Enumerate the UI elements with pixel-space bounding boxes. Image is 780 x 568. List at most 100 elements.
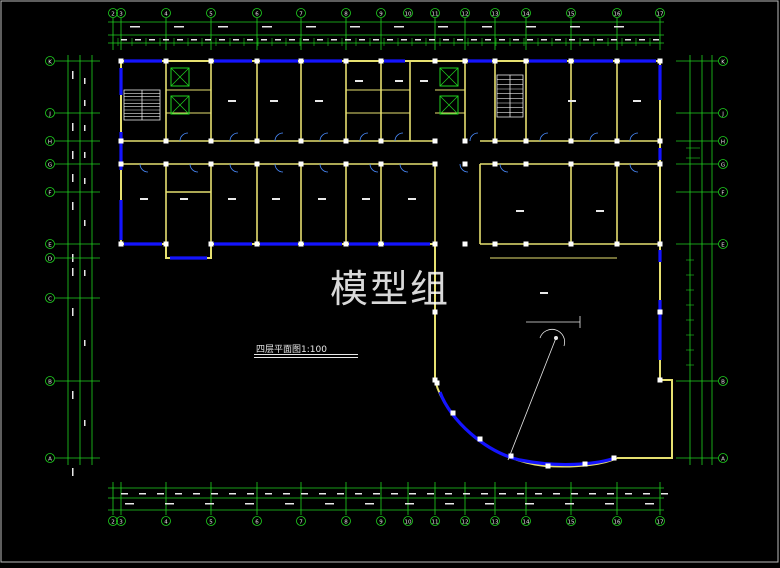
left-axis-label: E xyxy=(48,243,52,249)
bottom-dim-value xyxy=(485,503,494,505)
bottom-axis-circle xyxy=(376,516,386,526)
top-dim-value xyxy=(513,39,519,41)
bottom-axis-label: 14 xyxy=(523,520,530,526)
left-dim-value xyxy=(84,178,86,184)
bottom-dim-value xyxy=(607,493,614,495)
left-axis-circle xyxy=(45,108,55,118)
bottom-dim-value xyxy=(193,493,200,495)
bottom-dim-value xyxy=(643,493,650,495)
bottom-dim-value xyxy=(565,503,574,505)
top-dim-value xyxy=(350,26,360,28)
left-axis-circle xyxy=(45,56,55,66)
bottom-dim-value xyxy=(605,503,614,505)
top-dim-value xyxy=(149,39,155,41)
left-axis-bubble: A xyxy=(45,453,55,463)
top-axis-bubble: 7 xyxy=(296,8,306,18)
plan-title-underline-2 xyxy=(254,357,358,358)
bottom-dim-value xyxy=(553,493,560,495)
bottom-axis-bubble: 15 xyxy=(566,516,576,526)
bottom-axis-bubble: 10 xyxy=(403,516,413,526)
bottom-axis-circle xyxy=(655,516,665,526)
bottom-dim-value xyxy=(325,503,334,505)
bottom-dim-value xyxy=(355,493,362,495)
door-swing-icon xyxy=(399,163,409,173)
radius-center xyxy=(554,336,558,340)
bottom-axis-circle xyxy=(161,516,171,526)
top-axis-bubble: 2 xyxy=(108,8,118,18)
column xyxy=(254,138,260,144)
bottom-dim-value xyxy=(645,503,654,505)
top-axis-circle xyxy=(341,8,351,18)
left-axis-bubble: B xyxy=(45,376,55,386)
radius-line xyxy=(507,337,557,461)
column xyxy=(343,58,349,64)
door-swing-icon xyxy=(319,163,329,173)
elevator-box xyxy=(439,67,459,87)
right-axis-bubble: F xyxy=(718,187,728,197)
top-axis-label: 2 xyxy=(111,12,115,18)
top-dim-value xyxy=(306,26,316,28)
bottom-dim-value xyxy=(365,503,374,505)
elevator-box xyxy=(439,95,459,115)
top-dim-value xyxy=(482,26,492,28)
right-axis-circle xyxy=(718,453,728,463)
column xyxy=(298,241,304,247)
left-dim-value xyxy=(72,174,74,182)
top-axis-circle xyxy=(252,8,262,18)
column xyxy=(118,241,124,247)
column xyxy=(343,241,349,247)
bottom-axis-bubble: 2 xyxy=(108,516,118,526)
top-dim-value xyxy=(614,26,624,28)
left-axis-label: K xyxy=(48,60,52,66)
bottom-dim-value xyxy=(165,503,174,505)
top-axis-bubble: 13 xyxy=(490,8,500,18)
room-label xyxy=(140,198,148,200)
room-label xyxy=(516,210,524,212)
top-dim-value xyxy=(331,39,337,41)
left-dim-value xyxy=(84,100,86,106)
left-axis-label: A xyxy=(48,457,52,463)
left-dim-value xyxy=(72,308,74,316)
column xyxy=(378,58,384,64)
top-axis-bubble: 10 xyxy=(403,8,413,18)
bottom-dim-value xyxy=(525,503,534,505)
top-axis-circle xyxy=(376,8,386,18)
column xyxy=(118,138,124,144)
right-axis-label: H xyxy=(721,140,725,146)
bottom-axis-circle xyxy=(612,516,622,526)
bottom-axis-bubble: 13 xyxy=(490,516,500,526)
right-axis-circle xyxy=(718,56,728,66)
room-label xyxy=(272,198,280,200)
top-axis-label: 15 xyxy=(568,12,575,18)
column xyxy=(118,58,124,64)
column xyxy=(657,161,663,167)
left-axis-circle xyxy=(45,293,55,303)
bottom-dim-value xyxy=(285,503,294,505)
top-axis-circle xyxy=(521,8,531,18)
door-swing-icon xyxy=(629,132,639,142)
right-axis-bubble: A xyxy=(718,453,728,463)
door-swing-icon xyxy=(394,132,404,142)
room-label xyxy=(318,198,326,200)
top-axis-circle xyxy=(430,8,440,18)
door-swing-icon xyxy=(139,163,149,173)
top-axis-label: 8 xyxy=(344,12,348,18)
column xyxy=(378,138,384,144)
bottom-axis-label: 15 xyxy=(568,520,575,526)
column xyxy=(614,161,620,167)
top-dim-value xyxy=(262,26,272,28)
bottom-axis-bubble: 14 xyxy=(521,516,531,526)
bottom-axis-circle xyxy=(521,516,531,526)
windows xyxy=(119,59,662,469)
top-axis-circle xyxy=(403,8,413,18)
room-label xyxy=(408,198,416,200)
top-dim-value xyxy=(163,39,169,41)
left-axis-label: G xyxy=(48,163,52,169)
top-axis-bubble: 4 xyxy=(161,8,171,18)
left-dim-value xyxy=(84,340,86,346)
bottom-axis-circle xyxy=(116,516,126,526)
bottom-dim-value xyxy=(661,493,668,495)
column xyxy=(657,138,663,144)
right-axis-bubble: H xyxy=(718,136,728,146)
